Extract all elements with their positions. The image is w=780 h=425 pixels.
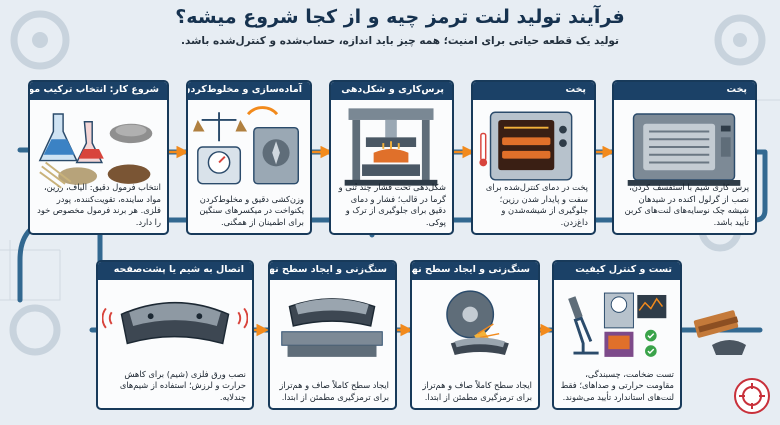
brake-pad-icon — [101, 284, 249, 364]
step-description: وزن‌کشی دقیق و مخلوط‌کردن یکنواخت در میک… — [199, 193, 304, 227]
step-card-curing: پخت پخت در دمای کنترل‌شده برای سفت و پای… — [471, 80, 596, 235]
step-card-grinding-1: سنگ‌زنی و ایجاد سطح نهایی ایجاد سطح کامل… — [268, 260, 397, 410]
grinder-icon — [274, 284, 391, 364]
press-icon — [335, 103, 448, 191]
step-title: اتصال به شیم یا پشت‌صفحه — [98, 262, 252, 280]
step-title: پخت — [473, 82, 594, 100]
grinder-icon — [416, 284, 534, 364]
step-description: انتخاب فرمول دقیق: الیاف، رزین، مواد سای… — [37, 182, 161, 227]
step-description: پخت در دمای کنترل‌شده برای سفت و پایدار … — [485, 182, 588, 227]
step-description: ایجاد سطح کاملاً صاف و هم‌تراز برای ترمز… — [422, 380, 532, 402]
step-title: سنگ‌زنی و ایجاد سطح نهایی — [412, 262, 538, 280]
step-card-quality-control: تست و کنترل کیفیت تست ضخامت، چسبندگی، مق… — [552, 260, 682, 410]
microscope-icon — [558, 284, 676, 364]
step-card-shim-attachment: اتصال به شیم یا پشت‌صفحه نصب ورق فلزی (ش… — [96, 260, 254, 410]
step-card-pressing: پرس‌کاری و شکل‌دهی شکل‌دهی تحت فشار چند … — [329, 80, 454, 235]
logo-icon — [734, 378, 770, 414]
step-description: نصب ورق فلزی (شیم) برای کاهش حرارت و لرز… — [119, 368, 246, 402]
page-title: فرآیند تولید لنت ترمز چیه و از کجا شروع … — [175, 6, 625, 28]
step-card-mixing: آماده‌سازی و مخلوط‌کردن وزن‌کشی دقیق و م… — [186, 80, 312, 235]
step-card-finishing: پخت پرس کاری شیم با استفسف کردن، نصب از … — [612, 80, 757, 235]
step-title: شروع کار: انتخاب ترکیب مواد — [30, 82, 167, 100]
step-description: شکل‌دهی تحت فشار چند تُنی و گرما در قالب… — [338, 182, 446, 227]
step-card-grinding-2: سنگ‌زنی و ایجاد سطح نهایی ایجاد سطح کامل… — [410, 260, 540, 410]
step-description: پرس کاری شیم با استفسف کردن، نصب از گرلو… — [624, 182, 749, 227]
step-title: تست و کنترل کیفیت — [554, 262, 680, 280]
oven-icon — [618, 103, 751, 191]
scale-icon — [192, 103, 306, 191]
step-title: آماده‌سازی و مخلوط‌کردن — [188, 82, 310, 100]
page-subtitle: تولید یک قطعه حیاتی برای امنیت؛ همه چیز … — [181, 35, 619, 47]
brake-pad-icon — [693, 310, 746, 355]
step-title: سنگ‌زنی و ایجاد سطح نهایی — [270, 262, 395, 280]
oven-icon — [477, 103, 590, 191]
step-description: ایجاد سطح کاملاً صاف و هم‌تراز برای ترمز… — [279, 380, 389, 402]
step-description: تست ضخامت، چسبندگی، مقاومت حرارتی و صداه… — [560, 368, 674, 402]
step-title: پخت — [614, 82, 755, 100]
flask-icon — [34, 103, 163, 191]
step-card-material-selection: شروع کار: انتخاب ترکیب مواد انتخاب فرمول… — [28, 80, 169, 235]
step-title: پرس‌کاری و شکل‌دهی — [331, 82, 452, 100]
